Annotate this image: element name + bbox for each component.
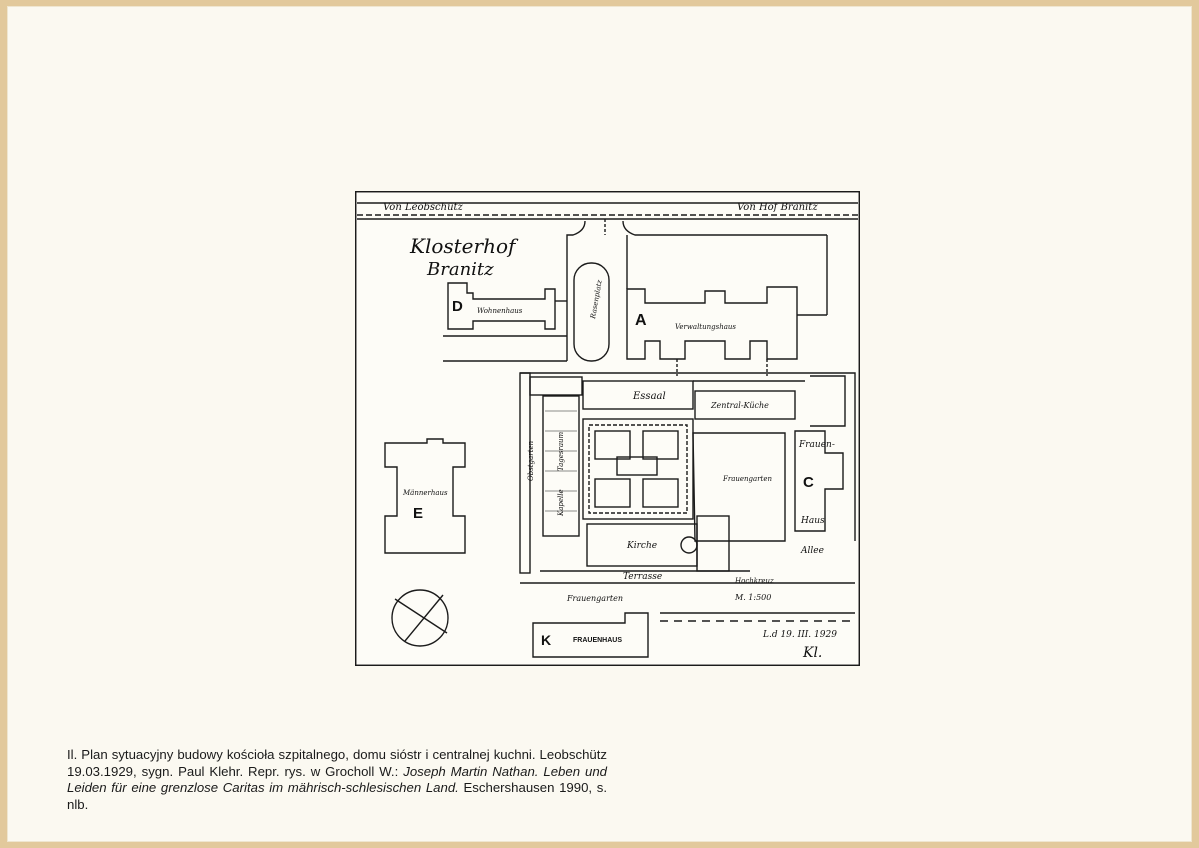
kapelle-label: Kapelle — [557, 489, 565, 517]
label-building-c: C — [803, 474, 814, 491]
terrasse-label: Terrasse — [623, 572, 662, 582]
kirche-label: Kirche — [626, 541, 657, 551]
label-building-a: A — [635, 312, 647, 329]
frauengarten-label: Frauengarten — [722, 475, 772, 483]
label-building-k: K — [541, 632, 551, 648]
drawing-date: L.d 19. III. 1929 — [762, 630, 837, 640]
zentral-kuche-label: Zentral-Küche — [710, 401, 769, 410]
site-plan-svg: Von Leobschütz Von Hof Branitz Klosterho… — [355, 191, 860, 666]
hochkreuz-label: Hochkreuz — [734, 577, 774, 585]
tagesraum-label: Tagesraum — [557, 431, 565, 471]
allee-label: Allee — [800, 546, 824, 556]
frauen-label: Frauen- — [798, 440, 835, 450]
haus-label: Haus — [800, 516, 825, 526]
d-building-name: Wohnenhaus — [477, 307, 523, 315]
signature: Kl. — [802, 645, 822, 661]
obstgarten-label: Obstgarten — [527, 440, 535, 481]
caption-tail: Eschershausen 1990, s. nlb. — [67, 780, 608, 812]
label-building-d: D — [452, 298, 463, 315]
label-building-e: E — [413, 505, 423, 522]
e-building-name: Männerhaus — [402, 489, 448, 497]
plan-title-line2: Branitz — [426, 259, 494, 280]
oval-label: Rasenplatz — [589, 279, 604, 320]
plan-title-line1: Klosterhof — [409, 234, 519, 258]
frauenhaus-label: FRAUENHAUS — [573, 637, 622, 644]
figure-caption: Il. Plan sytuacyjny budowy kościoła szpi… — [67, 747, 607, 813]
site-plan-drawing: Von Leobschütz Von Hof Branitz Klosterho… — [355, 191, 860, 666]
scale-label: M. 1:500 — [734, 593, 771, 602]
caption-text: Il. Plan sytuacyjny budowy kościoła szpi… — [67, 747, 607, 779]
a-building-name: Verwaltungshaus — [675, 323, 736, 331]
road-right-label: Von Hof Branitz — [737, 202, 818, 213]
essaal-label: Essaal — [632, 391, 666, 402]
road-left-label: Von Leobschütz — [383, 202, 464, 213]
page-sheet: Von Leobschütz Von Hof Branitz Klosterho… — [7, 6, 1192, 842]
frauengarten2-label: Frauengarten — [566, 594, 623, 603]
caption-italic-title: Joseph Martin Nathan. Leben und Leiden f… — [67, 763, 608, 796]
